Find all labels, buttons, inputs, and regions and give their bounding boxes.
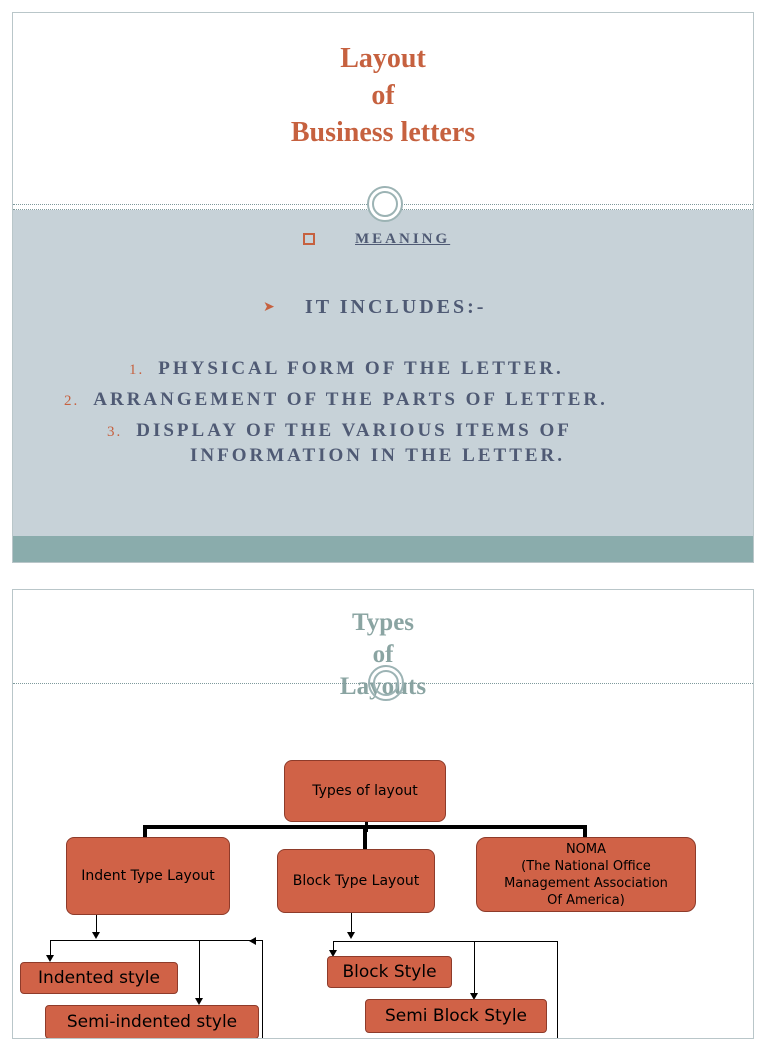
meaning-heading: MEANING bbox=[355, 231, 451, 247]
semi-indented-style-box: Semi-indented style bbox=[45, 1005, 259, 1038]
connector bbox=[199, 940, 200, 1000]
connector bbox=[143, 825, 147, 837]
list-item: 1.PHYSICAL FORM OF THE LETTER. bbox=[129, 358, 564, 379]
types-of-layout-box: Types of layout bbox=[284, 760, 446, 822]
connector bbox=[474, 941, 475, 995]
title-line-1: Types bbox=[351, 609, 415, 636]
block-type-layout-box: Block Type Layout bbox=[277, 849, 435, 913]
includes-text: IT INCLUDES:- bbox=[305, 296, 487, 318]
connector bbox=[351, 913, 352, 933]
connector bbox=[333, 941, 334, 953]
connector bbox=[583, 825, 587, 837]
noma-box: NOMA (The National Office Management Ass… bbox=[476, 837, 696, 912]
list-item: 2.ARRANGEMENT OF THE PARTS OF LETTER. bbox=[64, 389, 608, 410]
arrow-down-icon bbox=[195, 998, 203, 1005]
block-style-box: Block Style bbox=[327, 956, 452, 988]
slide-layout-of-business-letters: Layout of Business letters MEANING ➤ IT … bbox=[12, 12, 754, 563]
list-item: 3.DISPLAY OF THE VARIOUS ITEMS OF bbox=[107, 420, 572, 441]
title-line-2: of bbox=[372, 641, 394, 668]
connector bbox=[50, 940, 51, 957]
content-panel bbox=[13, 210, 753, 537]
arrow-down-icon bbox=[46, 955, 54, 962]
connector bbox=[557, 941, 558, 1038]
arrow-down-icon bbox=[470, 993, 478, 1000]
arrow-bullet-icon: ➤ bbox=[263, 299, 275, 315]
list-item-continuation: INFORMATION IN THE LETTER. bbox=[190, 445, 566, 466]
arrow-down-icon bbox=[347, 932, 355, 939]
connector bbox=[96, 915, 97, 933]
square-bullet-icon bbox=[303, 233, 315, 245]
semi-block-style-box: Semi Block Style bbox=[365, 999, 547, 1033]
connector bbox=[50, 940, 262, 941]
slide-title: Layout of Business letters bbox=[13, 40, 753, 151]
connector bbox=[363, 825, 367, 849]
title-line-2: of bbox=[371, 80, 395, 111]
connector bbox=[333, 941, 557, 942]
arrow-down-icon bbox=[92, 932, 100, 939]
indented-style-box: Indented style bbox=[20, 962, 178, 994]
connector bbox=[262, 940, 263, 1038]
arrow-down-icon bbox=[329, 950, 337, 957]
indent-type-layout-box: Indent Type Layout bbox=[66, 837, 230, 915]
title-line-1: Layout bbox=[340, 43, 426, 74]
ring-ornament-icon bbox=[367, 186, 403, 222]
ring-ornament-icon bbox=[368, 665, 404, 701]
slide-types-of-layouts: Types of Layouts Types of layout Indent … bbox=[12, 589, 754, 1039]
arrow-left-icon bbox=[249, 937, 256, 945]
footer-bar bbox=[13, 536, 753, 562]
title-line-3: Business letters bbox=[290, 117, 476, 148]
